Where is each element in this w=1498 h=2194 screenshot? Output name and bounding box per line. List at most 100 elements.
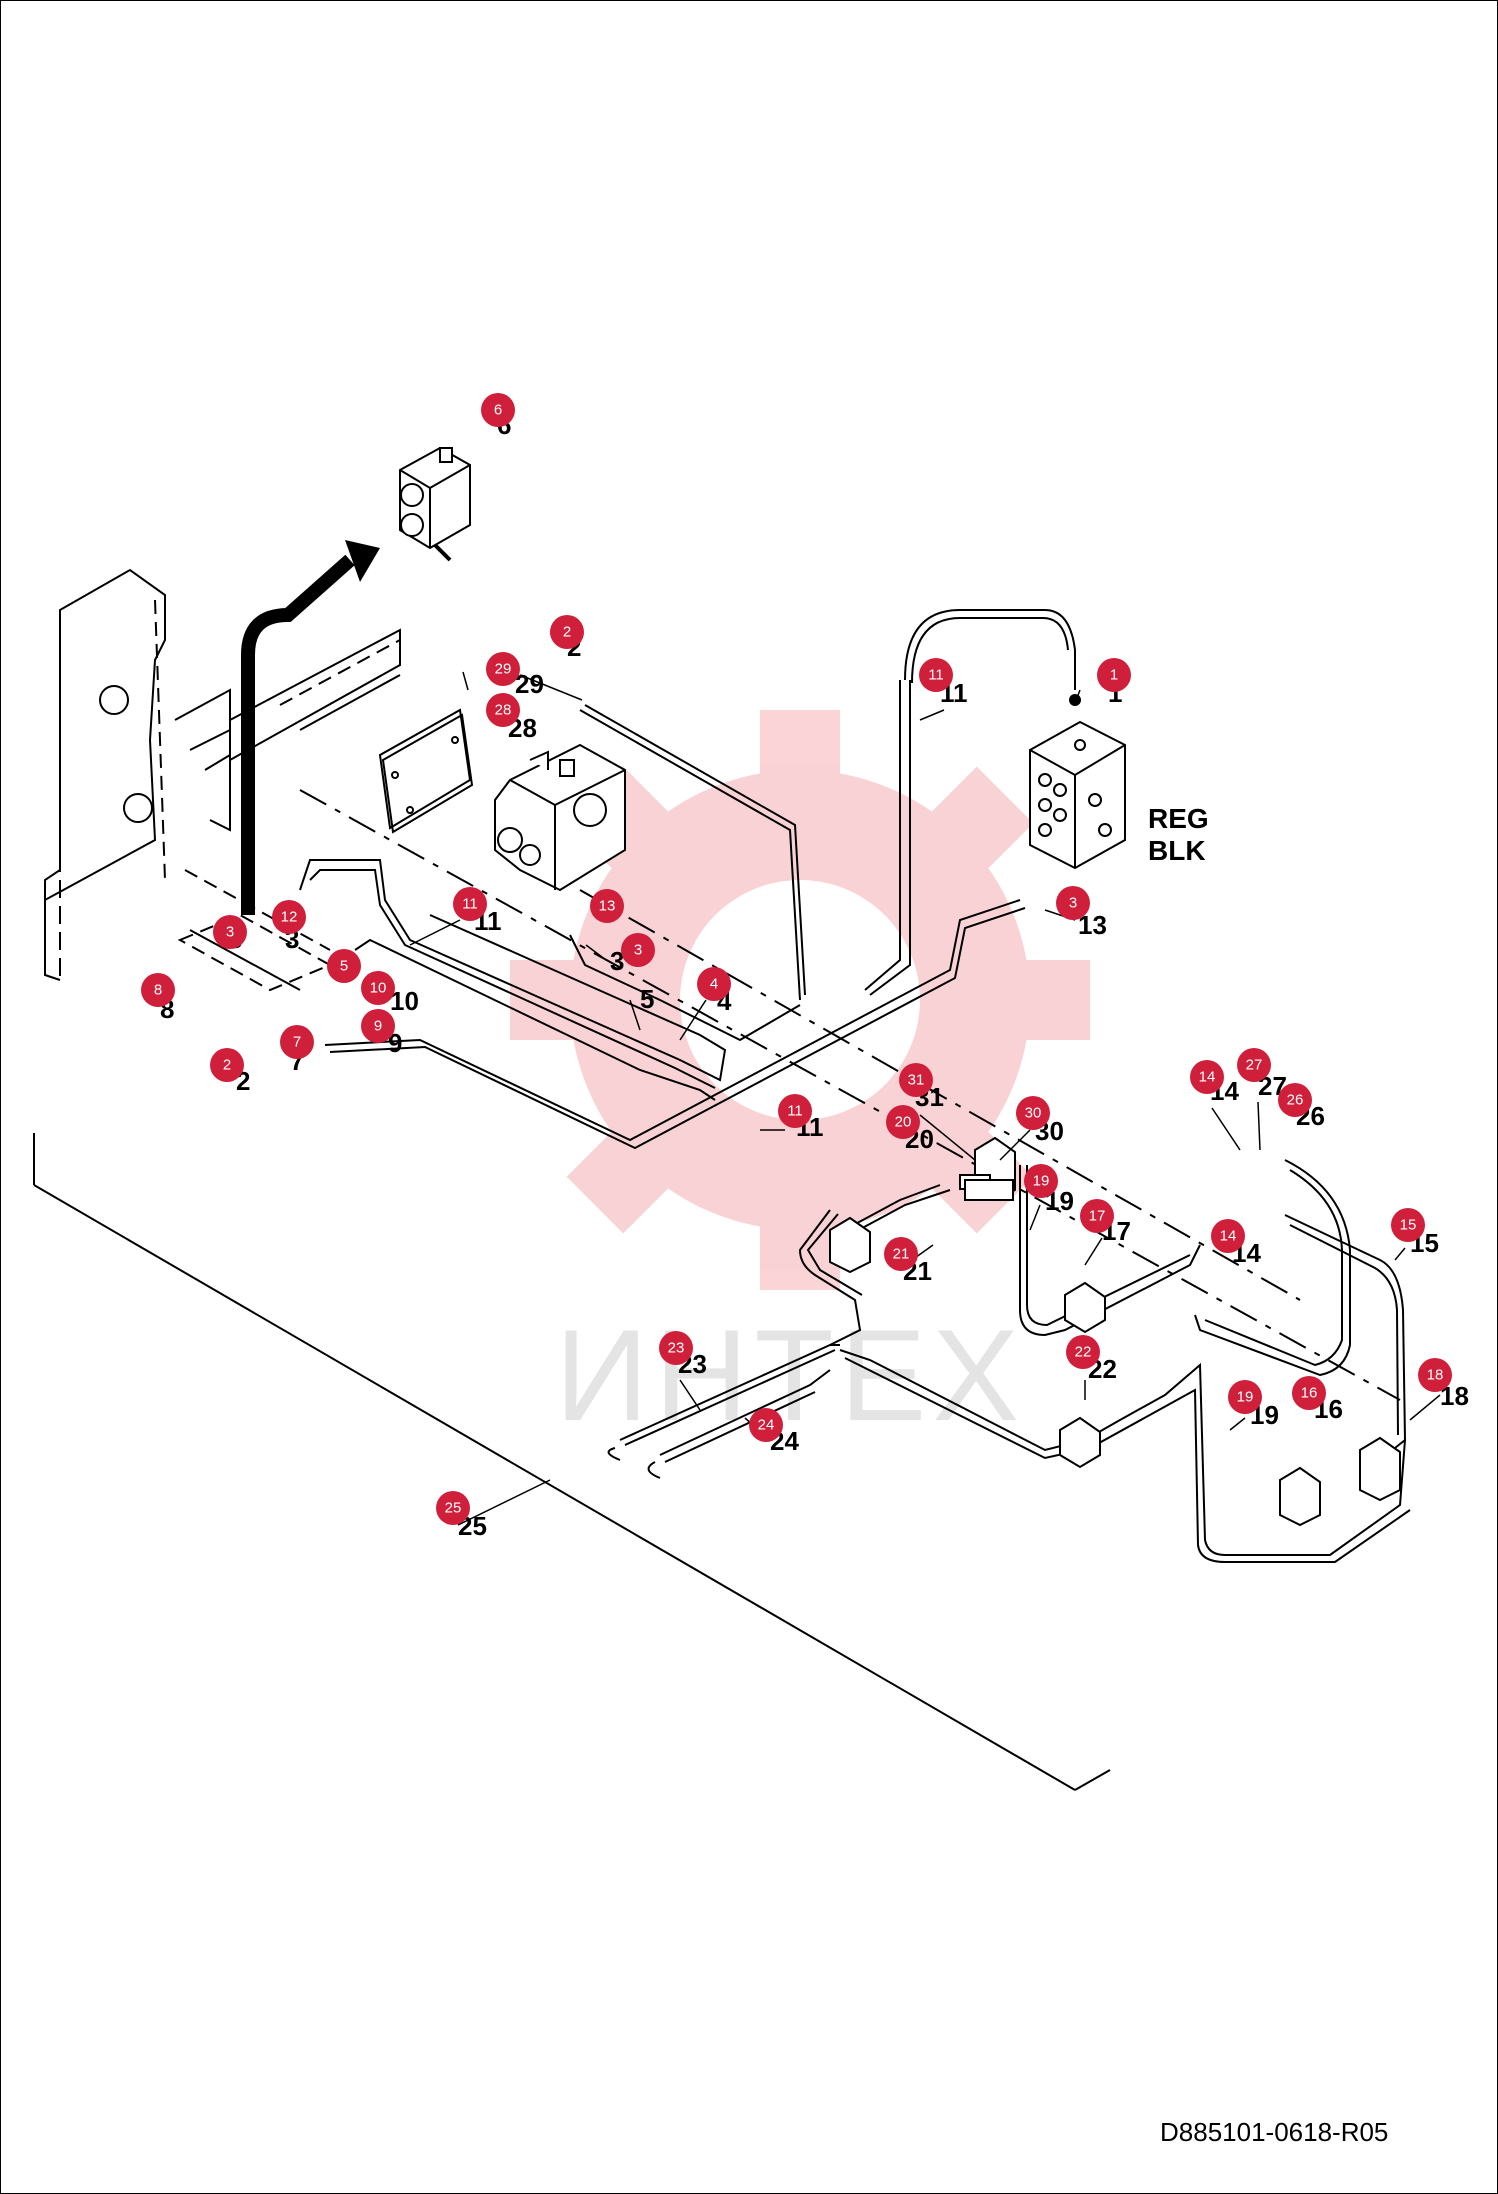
callout-7: 7 [280,1025,314,1059]
base-platform [33,1133,1111,1791]
callout-4: 4 [697,967,731,1001]
callout-circle [659,1331,693,1365]
callout-14: 14 [1211,1219,1245,1253]
callout-number: 16 [1301,1385,1318,1402]
control-valve [494,743,626,892]
callout-20: 20 [886,1105,920,1139]
callout-number: 11 [928,667,944,684]
callout-number: 27 [1246,1057,1263,1074]
callout-number: 4 [710,976,718,993]
callout-circle [1228,1380,1262,1414]
callout-circle [453,887,487,921]
callout-number: 22 [1075,1344,1092,1361]
callout-3: 3 [621,933,655,967]
lower-tubing [798,1159,1411,1563]
callout-3: 3 [1056,886,1090,920]
reg-blk-label: REG BLK [1148,803,1209,866]
callout-number: 3 [634,942,642,959]
callout-number: 3 [226,924,234,941]
callout-circle [141,973,175,1007]
callout-circle [590,889,624,923]
callout-circle [1097,658,1131,692]
callout-number: 7 [293,1034,301,1051]
svg-text:REG: REG [1148,803,1209,834]
callout-number: 9 [374,1018,382,1035]
callout-number: 19 [1237,1389,1254,1406]
mounting-plate [378,708,474,834]
part-numbers: 6 2 29 28 11 1 11 13 3 5 3 3 8 10 9 7 2 … [160,410,1469,1541]
callout-number: 10 [370,980,387,997]
callout-circle [361,971,395,1005]
document-id: D885101-0618-R05 [1160,2117,1388,2147]
callout-circle [486,693,520,727]
callout-circle [899,1063,933,1097]
callout-circle [486,652,520,686]
callout-number: 28 [495,702,512,719]
callout-24: 24 [749,1408,783,1442]
callout-number: 15 [1400,1217,1417,1234]
callout-5: 5 [327,949,361,983]
callout-number: 2 [223,1057,231,1074]
callout-circle [1066,1335,1100,1369]
svg-text:29: 29 [515,669,544,699]
hoses-23-24 [607,1344,840,1479]
callout-circle [280,1025,314,1059]
callout-9: 9 [361,1009,395,1043]
callout-number: 14 [1220,1228,1237,1245]
callout-circle [749,1408,783,1442]
callout-circle [436,1491,470,1525]
callout-circle [919,658,953,692]
callout-number: 30 [1025,1105,1042,1122]
callout-number: 14 [1199,1069,1216,1086]
callout-circle [210,1048,244,1082]
callout-circle [1391,1208,1425,1242]
callout-circle [213,915,247,949]
callout-11: 11 [778,1094,812,1128]
callout-29: 29 [486,652,520,686]
callout-circle [481,393,515,427]
callout-circle [1024,1164,1058,1198]
callout-circle [1237,1048,1271,1082]
callout-circle [697,967,731,1001]
callout-3: 3 [213,915,247,949]
callout-number: 11 [462,896,478,913]
callout-11: 11 [453,887,487,921]
callout-number: 8 [154,982,162,999]
callout-26: 26 [1278,1083,1312,1117]
callout-1: 1 [1097,658,1131,692]
callout-number: 21 [893,1246,910,1263]
callout-number: 3 [1069,895,1077,912]
callout-21: 21 [884,1237,918,1271]
callout-circle [1016,1096,1050,1130]
callout-circle [621,933,655,967]
callout-circle [550,615,584,649]
callout-number: 1 [1110,667,1118,684]
callout-circle [361,1009,395,1043]
callout-11: 11 [919,658,953,692]
callout-30: 30 [1016,1096,1050,1130]
svg-text:5: 5 [640,984,654,1014]
callout-circle [1418,1358,1452,1392]
callout-circle [778,1094,812,1128]
callout-31: 31 [899,1063,933,1097]
callout-number: 26 [1287,1092,1304,1109]
callout-17: 17 [1080,1199,1114,1233]
callout-number: 12 [281,909,298,926]
callout-number: 6 [494,402,502,419]
watermark-text: ИНТЕХ [555,1302,1025,1448]
callout-number: 18 [1427,1367,1444,1384]
svg-text:BLK: BLK [1148,835,1206,866]
callout-2: 2 [210,1048,244,1082]
callout-number: 25 [445,1500,462,1517]
callout-22: 22 [1066,1335,1100,1369]
callout-circle [327,949,361,983]
callout-circle [1056,886,1090,920]
svg-text:3: 3 [610,946,624,976]
clamp-blocks [829,1136,1401,1527]
callout-23: 23 [659,1331,693,1365]
flow-arrow [241,540,380,915]
callout-number: 23 [668,1340,685,1357]
callout-28: 28 [486,693,520,727]
callout-2: 2 [550,615,584,649]
